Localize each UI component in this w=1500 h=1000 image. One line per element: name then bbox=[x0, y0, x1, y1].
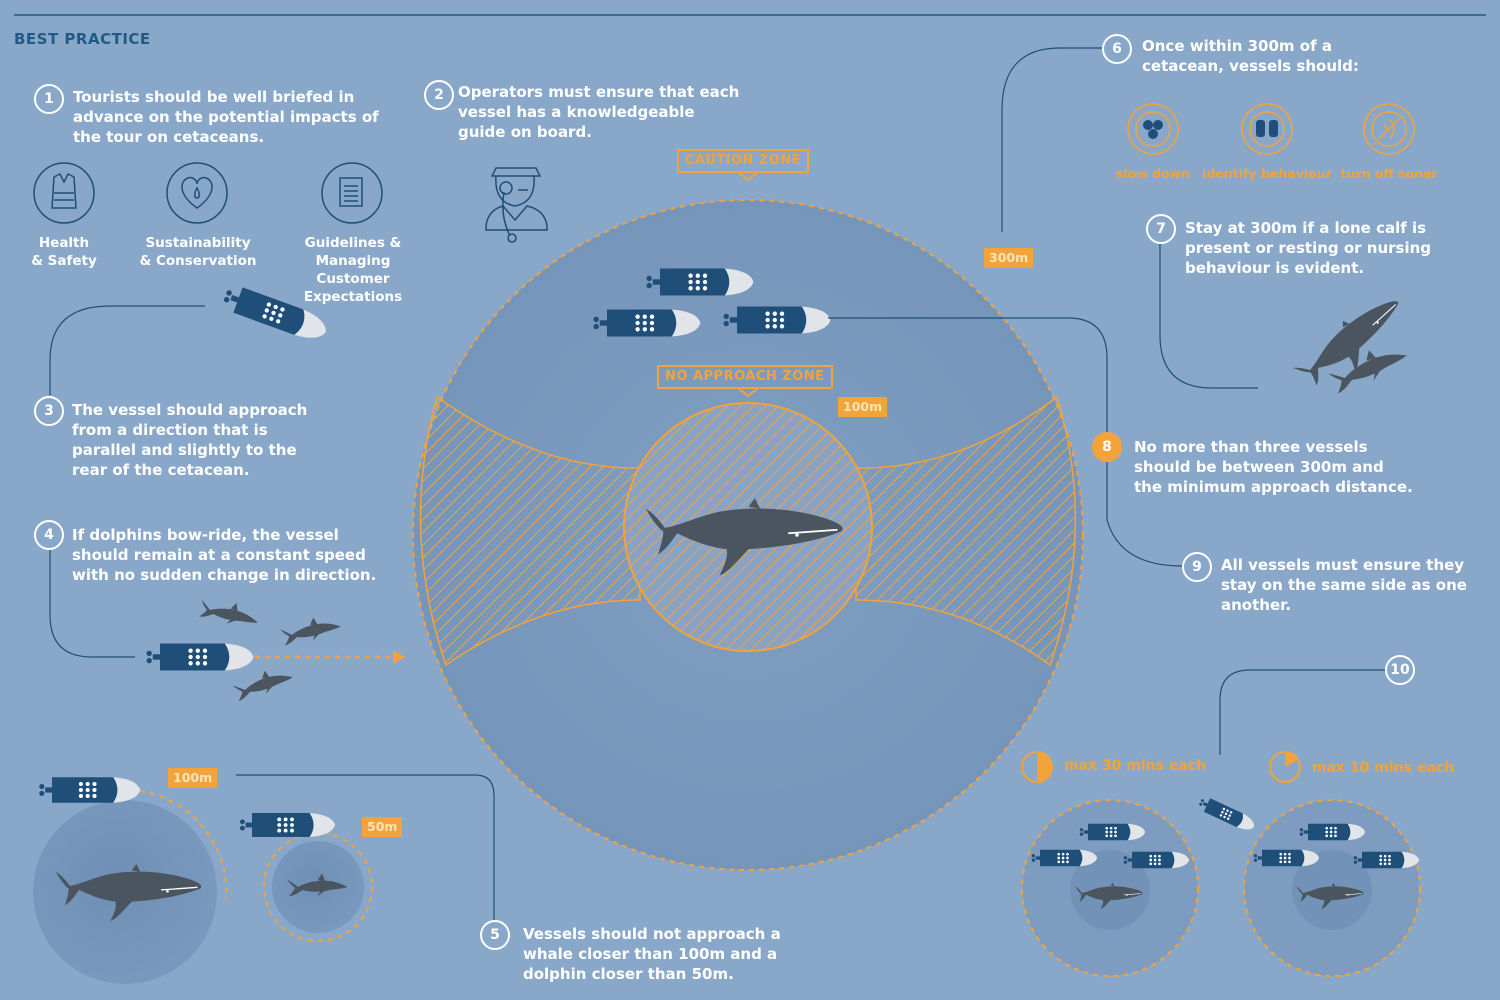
step-number-7: 7 bbox=[1146, 214, 1176, 244]
step-number-9: 9 bbox=[1182, 552, 1212, 582]
topic-sustainability: Sustainability & Conservation bbox=[139, 235, 257, 269]
no-approach-wing-right bbox=[855, 395, 1077, 667]
step-6-text: Once within 300m of a cetacean, vessels … bbox=[1142, 37, 1359, 75]
no-approach-zone-label: NO APPROACH ZONE bbox=[657, 365, 833, 389]
life-vest-icon-ring bbox=[33, 162, 95, 224]
step-number-10: 10 bbox=[1385, 655, 1415, 685]
topic-health-safety: Health & Safety bbox=[31, 235, 97, 269]
step-number-2: 2 bbox=[424, 80, 454, 110]
action-identify-behaviour: identify behaviour bbox=[1202, 166, 1332, 181]
step-1-text: Tourists should be well briefed in advan… bbox=[73, 88, 379, 146]
step-number-1: 1 bbox=[34, 84, 64, 114]
step-2-text: Operators must ensure that each vessel h… bbox=[458, 83, 740, 141]
time-limit-whale: max 30 mins each bbox=[1064, 758, 1207, 774]
step-5-text: Vessels should not approach a whale clos… bbox=[523, 925, 781, 983]
no-approach-distance-badge: 100m bbox=[838, 397, 888, 417]
timer-icon-30 bbox=[1021, 751, 1053, 783]
step-number-3: 3 bbox=[34, 396, 64, 426]
time-limit-dolphin: max 10 mins each bbox=[1312, 760, 1455, 776]
step-number-5: 5 bbox=[480, 920, 510, 950]
action-turn-off-sonar: turn off sonar bbox=[1340, 166, 1438, 181]
step-7-text: Stay at 300m if a lone calf is present o… bbox=[1185, 219, 1432, 277]
step-number-8: 8 bbox=[1092, 432, 1122, 462]
whale-distance-badge: 100m bbox=[168, 768, 218, 788]
page-heading: BEST PRACTICE bbox=[14, 30, 151, 48]
step-number-4: 4 bbox=[34, 520, 64, 550]
caution-distance-badge: 300m bbox=[984, 248, 1034, 268]
timer-icon-10 bbox=[1269, 751, 1301, 783]
step-8-text: No more than three vessels should be bet… bbox=[1134, 438, 1413, 496]
step-number-6: 6 bbox=[1102, 34, 1132, 64]
topic-guidelines: Guidelines & Managing Customer Expectati… bbox=[303, 235, 403, 305]
action-slow-down: slow down bbox=[1115, 166, 1191, 181]
step-4-text: If dolphins bow-ride, the vessel should … bbox=[72, 526, 377, 584]
caution-zone-label: CAUTION ZONE bbox=[677, 149, 810, 173]
step-3-text: The vessel should approach from a direct… bbox=[72, 401, 308, 479]
step-9-text: All vessels must ensure they stay on the… bbox=[1221, 556, 1467, 614]
guide-icon bbox=[485, 167, 548, 243]
no-approach-wing-left bbox=[419, 395, 641, 667]
dolphin-distance-badge: 50m bbox=[362, 817, 403, 837]
